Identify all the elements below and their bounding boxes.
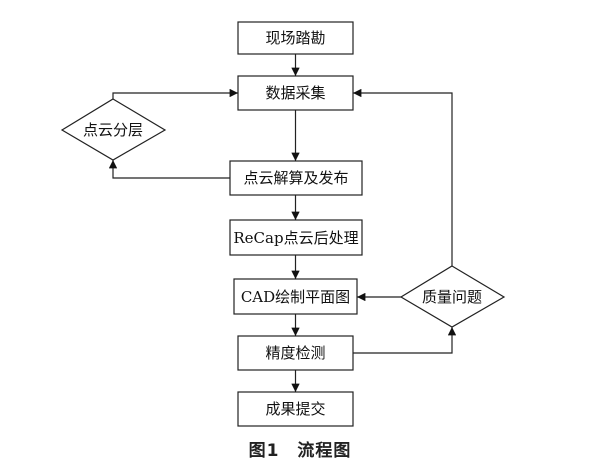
edge-quality-to-collection <box>353 88 453 266</box>
node-precision-check: 精度检测 <box>237 335 354 371</box>
edge-solve-to-layering <box>108 160 230 179</box>
node-point-cloud-layering-label: 点云分层 <box>83 121 143 139</box>
node-data-collection-label: 数据采集 <box>265 84 325 102</box>
node-result-submission: 成果提交 <box>237 391 354 427</box>
node-site-survey: 现场踏勘 <box>237 21 354 55</box>
node-precision-check-label: 精度检测 <box>265 344 325 362</box>
node-point-cloud-solve-publish-label: 点云解算及发布 <box>243 169 348 187</box>
edge-precision-to-quality <box>353 327 457 354</box>
node-site-survey-label: 现场踏勘 <box>265 29 325 47</box>
node-quality-issue-label: 质量问题 <box>422 288 482 306</box>
node-cad-drawing: CAD绘制平面图 <box>233 278 358 315</box>
node-cad-drawing-label: CAD绘制平面图 <box>241 288 350 306</box>
edge-layering-to-collection <box>112 88 238 99</box>
node-result-submission-label: 成果提交 <box>265 400 325 418</box>
node-point-cloud-layering: 点云分层 <box>60 98 167 161</box>
node-data-collection: 数据采集 <box>237 75 354 111</box>
node-quality-issue: 质量问题 <box>399 265 506 328</box>
node-recap-postprocess: ReCap点云后处理 <box>229 219 363 256</box>
figure-caption: 图1 流程图 <box>248 441 352 461</box>
node-point-cloud-solve-publish: 点云解算及发布 <box>229 160 363 196</box>
node-recap-postprocess-label: ReCap点云后处理 <box>233 229 358 247</box>
